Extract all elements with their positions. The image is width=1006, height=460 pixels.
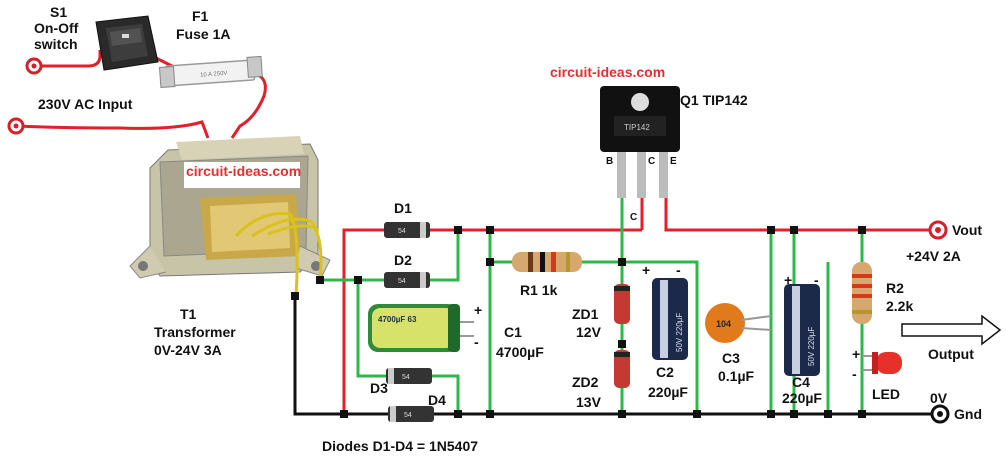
output-arrow [901, 314, 1002, 346]
t1-name: Transformer [154, 324, 236, 340]
zd2-ref: ZD2 [572, 374, 599, 390]
c2-value: 220µF [648, 384, 688, 400]
c2-plus: + [642, 262, 651, 278]
s1-name-1: On-Off [34, 20, 79, 36]
c1-value: 4700µF [496, 344, 544, 360]
c4-ref: C4 [792, 374, 810, 390]
f1-name: Fuse 1A [176, 26, 231, 42]
c4-marking: 50V 220µF [807, 327, 816, 366]
d4-label: D4 [428, 392, 446, 408]
vout-value: +24V 2A [906, 248, 961, 264]
d2-label: D2 [394, 252, 412, 268]
c4-value: 220µF [782, 390, 822, 406]
t1-ref: T1 [180, 306, 197, 322]
diode-d1: 54 [384, 222, 430, 238]
d1-label: D1 [394, 200, 412, 216]
d3-label: D3 [370, 380, 388, 396]
r2-ref: R2 [886, 280, 904, 296]
c1-marking: 4700µF 63 [378, 315, 417, 324]
fuse-marking: 10 A 250V [200, 71, 228, 79]
c2-ref: C2 [656, 364, 674, 380]
q1-pin-c: C [648, 156, 656, 167]
junction-nodes [291, 226, 866, 418]
c4-minus: - [814, 272, 819, 288]
watermark-top: circuit-ideas.com [550, 64, 666, 80]
q1-pin-b: B [606, 156, 614, 167]
zener-zd2 [614, 350, 630, 388]
s1-switch[interactable] [95, 15, 159, 71]
resistor-r2 [852, 262, 872, 324]
diode-d2-marking: 54 [398, 278, 406, 285]
c3-marking: 104 [716, 319, 731, 329]
s1-name-2: switch [34, 36, 78, 52]
led [862, 352, 902, 374]
r1-label: R1 1k [520, 282, 558, 298]
t1-rating: 0V-24V 3A [154, 342, 222, 358]
resistor-r1 [512, 252, 582, 272]
led-minus: - [852, 366, 857, 382]
r2-value: 2.2k [886, 298, 914, 314]
s1-ref: S1 [50, 4, 68, 20]
t1-transformer [129, 136, 331, 279]
diode-d3: 54 [386, 368, 432, 384]
diode-d2: 54 [384, 272, 430, 288]
transistor-q1: TIP142 [600, 86, 680, 198]
q1-pin-e: E [670, 156, 677, 167]
zd2-value: 13V [576, 394, 601, 410]
diode-d3-marking: 54 [402, 374, 410, 381]
ac-input-label: 230V AC Input [38, 96, 133, 112]
ac-terminal-1-dot [31, 63, 37, 69]
zd1-ref: ZD1 [572, 306, 599, 322]
diode-d1-marking: 54 [398, 228, 406, 235]
c2-minus: - [676, 262, 681, 278]
c3-ref: C3 [722, 350, 740, 366]
diode-d4-marking: 54 [404, 412, 412, 419]
ground-wires [293, 296, 932, 416]
vout-terminal-dot [935, 227, 941, 233]
q1-marking: TIP142 [624, 123, 650, 132]
ac-terminal-2-dot [13, 123, 19, 129]
capacitor-c3: 104 [705, 303, 772, 343]
diode-d4: 54 [388, 406, 434, 422]
gnd-terminal-dot [937, 411, 943, 417]
secondary-leads [234, 211, 323, 297]
c1-plus: + [474, 302, 483, 318]
output-label: Output [928, 346, 974, 362]
c4-plus: + [784, 272, 793, 288]
c1-ref: C1 [504, 324, 522, 340]
led-label: LED [872, 386, 900, 402]
capacitor-c1: 4700µF 63 [368, 304, 474, 352]
zd1-value: 12V [576, 324, 601, 340]
q1-collector-wire-label: C [630, 212, 638, 223]
c1-minus: - [474, 334, 479, 350]
c2-marking: 50V 220µF [675, 313, 684, 352]
diodes-note: Diodes D1-D4 = 1N5407 [322, 438, 479, 454]
c3-value: 0.1µF [718, 368, 755, 384]
capacitor-c2: 50V 220µF [652, 278, 688, 360]
f1-ref: F1 [192, 8, 209, 24]
zener-zd1 [614, 284, 630, 324]
capacitor-c4: 50V 220µF [784, 284, 820, 376]
led-plus: + [852, 346, 861, 362]
watermark-transformer: circuit-ideas.com [186, 163, 302, 179]
q1-label: Q1 TIP142 [680, 92, 748, 108]
zero-v-label: 0V [930, 390, 948, 406]
gnd-label: Gnd [954, 406, 982, 422]
vout-label: Vout [952, 222, 983, 238]
f1-fuse: 10 A 250V [158, 55, 263, 88]
